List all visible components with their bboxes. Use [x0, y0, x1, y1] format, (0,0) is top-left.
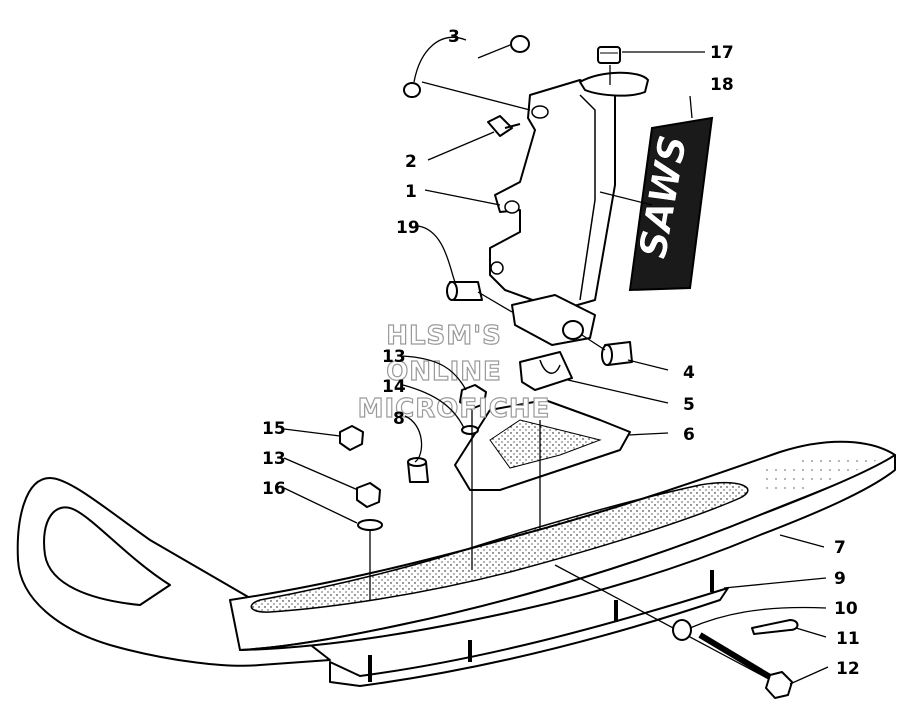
- callout-17: 17: [710, 43, 734, 63]
- callout-3: 3: [448, 27, 460, 47]
- spindle: [489, 71, 649, 311]
- watermark-line3: MICROFICHE: [358, 394, 551, 424]
- callout-10: 10: [834, 599, 858, 619]
- callout-1: 1: [405, 182, 417, 202]
- callout-9: 9: [834, 569, 846, 589]
- bolt-12: [554, 564, 799, 699]
- watermark: HLSM'S ONLINE MICROFICHE: [357, 320, 551, 424]
- callout-16: 16: [262, 479, 286, 499]
- callout-15: 15: [262, 419, 286, 439]
- leader-lines: [283, 36, 829, 685]
- callout-numbers: 3 17 18 2 1 19 4 13 14 5 8 15 6 13 16 7 …: [262, 27, 860, 679]
- saddle-6: [454, 399, 631, 491]
- saws-decal-18: SAWS: [628, 116, 714, 292]
- nuts-3: [403, 35, 530, 98]
- callout-13-lower: 13: [262, 449, 286, 469]
- bumper-5: [519, 351, 573, 391]
- bushing-4: [601, 341, 633, 366]
- watermark-line1: HLSM'S: [386, 321, 502, 351]
- spindle-clevis: [511, 294, 596, 346]
- plug-17: [597, 46, 621, 64]
- wear-bar: [329, 570, 729, 687]
- callout-5: 5: [683, 395, 695, 415]
- hardware-small: [339, 384, 487, 531]
- callout-6: 6: [683, 425, 695, 445]
- ski-body: [16, 440, 896, 667]
- callout-4: 4: [683, 363, 695, 383]
- callout-19: 19: [396, 218, 420, 238]
- watermark-line2: ONLINE: [386, 357, 502, 387]
- assembly-lines: [369, 65, 611, 600]
- callout-11: 11: [836, 629, 860, 649]
- bushing-19: [446, 281, 483, 301]
- callout-12: 12: [836, 659, 860, 679]
- callout-14: 14: [382, 377, 406, 397]
- callout-2: 2: [405, 152, 417, 172]
- callout-8: 8: [393, 409, 405, 429]
- callout-7: 7: [834, 538, 846, 558]
- callout-13-upper: 13: [382, 347, 406, 367]
- callout-18: 18: [710, 75, 734, 95]
- grease-fitting-2: [487, 115, 521, 137]
